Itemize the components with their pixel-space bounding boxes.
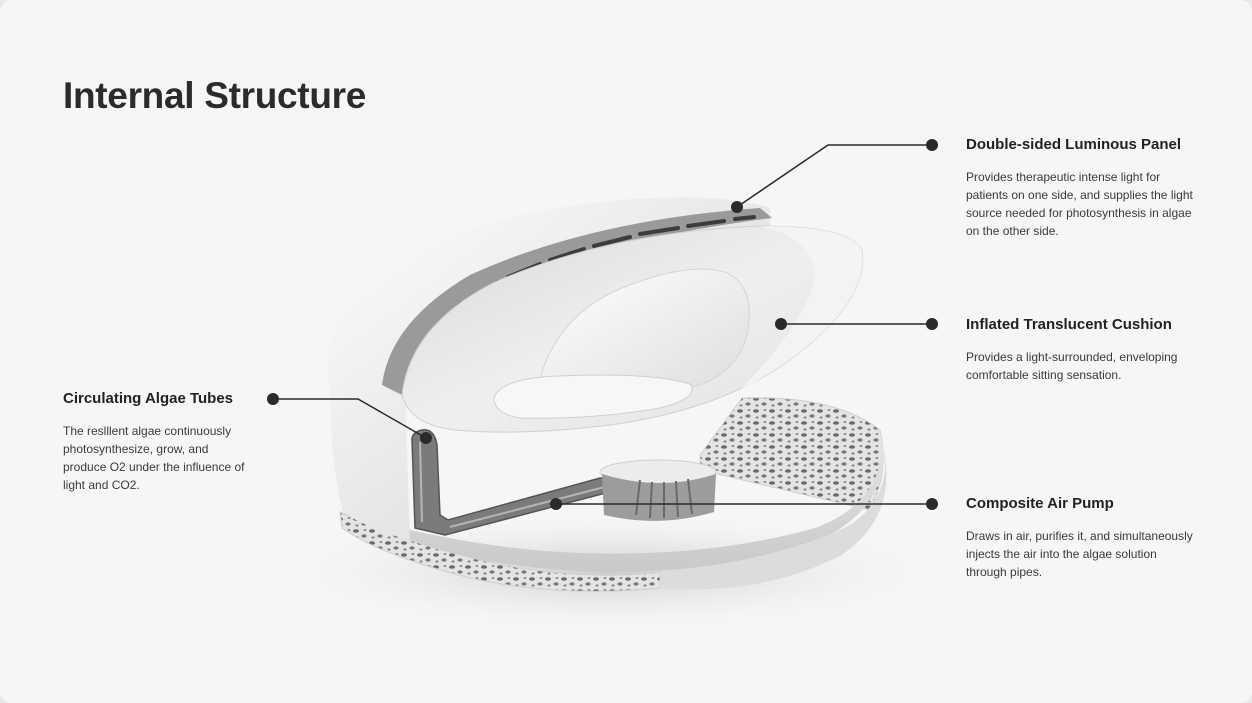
page-title: Internal Structure [63, 75, 366, 116]
callout-description: The reslllent algae continuously photosy… [63, 424, 245, 492]
bowl-translucent-lip [740, 226, 863, 390]
outer-shell [327, 197, 770, 541]
leader-panel [736, 144, 932, 208]
leader-dot-panel-target [731, 201, 743, 213]
leader-dot-panel-end [926, 139, 938, 151]
callout-title: Double-sided Luminous Panel [966, 136, 1182, 153]
leader-dot-pump-end [926, 498, 938, 510]
leader-dots [267, 139, 938, 510]
callout-luminous-panel: Double-sided Luminous Panel Provides the… [966, 136, 1198, 240]
algae-tube-highlight [419, 441, 621, 528]
air-pump-fins [635, 478, 693, 519]
callout-translucent-cushion: Inflated Translucent Cushion Provides a … [966, 316, 1198, 384]
leader-dot-pump-target [550, 498, 562, 510]
leader-dot-cushion-target [775, 318, 787, 330]
cushion-seat [493, 374, 693, 419]
base-rim [660, 455, 887, 590]
leader-dot-tubes-end [267, 393, 279, 405]
leader-tubes [273, 398, 427, 439]
callout-title: Composite Air Pump [966, 495, 1114, 512]
leader-dot-cushion-end [926, 318, 938, 330]
callout-title: Inflated Translucent Cushion [966, 316, 1172, 333]
panel-rim [382, 208, 772, 395]
callout-description: Provides therapeutic intense light for p… [966, 170, 1193, 238]
callout-algae-tubes: Circulating Algae Tubes The reslllent al… [63, 390, 253, 494]
callout-air-pump: Composite Air Pump Draws in air, purifie… [966, 495, 1198, 581]
leader-dot-tubes-target [420, 432, 432, 444]
callout-description: Draws in air, purifies it, and simultane… [966, 529, 1193, 579]
air-pump-body [602, 474, 716, 521]
leader-lines [273, 144, 932, 505]
callout-title: Circulating Algae Tubes [63, 390, 234, 407]
callout-description: Provides a light-surrounded, enveloping … [966, 350, 1178, 382]
lattice-wall-back [699, 397, 884, 511]
